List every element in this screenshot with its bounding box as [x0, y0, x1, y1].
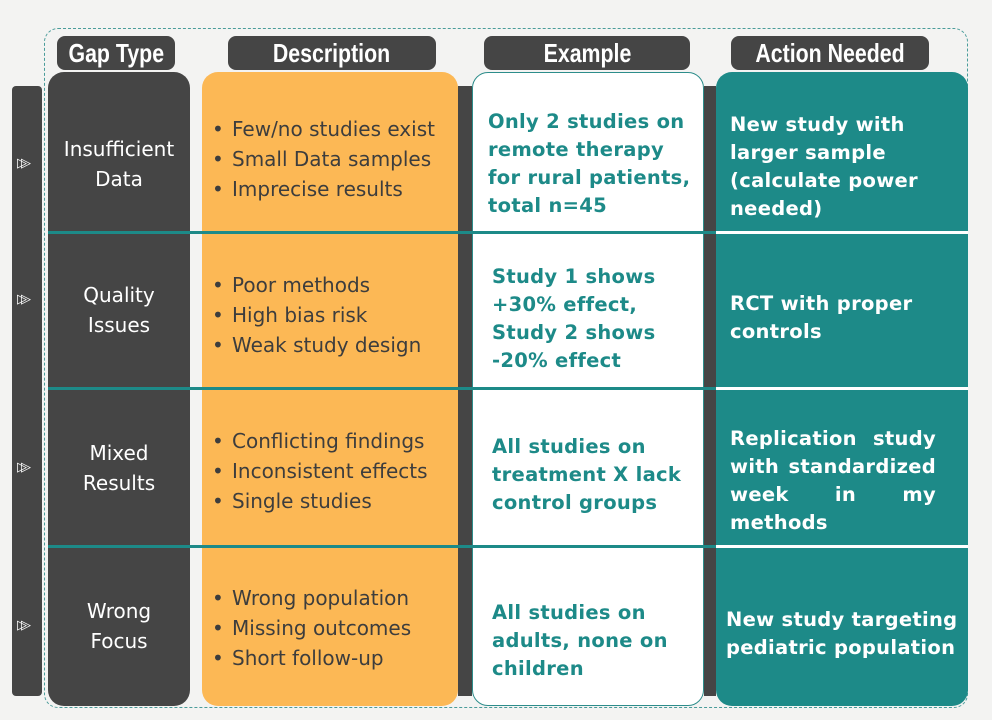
- row-divider: [48, 545, 968, 548]
- action-cell: New study with larger sample (calculate …: [730, 113, 918, 220]
- row-divider: [48, 387, 968, 390]
- example-cell: Study 1 shows +30% effect, Study 2 shows…: [492, 265, 656, 372]
- gap-type-cell: Quality Issues: [83, 283, 155, 337]
- double-play-arrow-icon: ▷▷: [17, 460, 31, 475]
- row-divider: [716, 387, 968, 390]
- row-divider: [716, 231, 968, 234]
- header-action-needed: Action Needed: [731, 36, 929, 70]
- example-cell: All studies on treatment X lack control …: [492, 435, 682, 514]
- double-play-arrow-icon: ▷▷: [17, 156, 31, 171]
- list-item: Imprecise results: [212, 174, 462, 204]
- list-item: High bias risk: [212, 300, 462, 330]
- list-item: Weak study design: [212, 330, 462, 360]
- double-play-arrow-icon: ▷▷: [17, 292, 31, 307]
- description-cell: Few/no studies exist Small Data samples …: [212, 114, 462, 204]
- gap-type-cell: Insufficient Data: [63, 137, 175, 191]
- list-item: Short follow-up: [212, 643, 462, 673]
- header-description: Description: [228, 36, 436, 70]
- example-cell: All studies on adults, none on children: [492, 601, 668, 680]
- list-item: Inconsistent effects: [212, 456, 462, 486]
- description-cell: Poor methods High bias risk Weak study d…: [212, 270, 462, 360]
- list-item: Small Data samples: [212, 144, 462, 174]
- description-cell: Wrong population Missing outcomes Short …: [212, 583, 462, 673]
- action-cell: Replication study with standardized week…: [730, 427, 936, 534]
- list-item: Wrong population: [212, 583, 462, 613]
- row-divider: [716, 545, 968, 548]
- column-separator: [704, 86, 716, 696]
- header-gap-type: Gap Type: [57, 36, 175, 70]
- gap-type-cell: Wrong Focus: [86, 599, 152, 653]
- list-item: Poor methods: [212, 270, 462, 300]
- action-cell: RCT with proper controls: [730, 292, 913, 343]
- example-cell: Only 2 studies on remote therapy for rur…: [488, 110, 691, 217]
- column-separator: [458, 86, 472, 696]
- header-example: Example: [484, 36, 690, 70]
- double-play-arrow-icon: ▷▷: [17, 618, 31, 633]
- list-item: Missing outcomes: [212, 613, 462, 643]
- list-item: Single studies: [212, 486, 462, 516]
- left-side-bar: [12, 86, 42, 696]
- description-cell: Conflicting findings Inconsistent effect…: [212, 426, 462, 516]
- row-divider: [48, 231, 968, 234]
- list-item: Conflicting findings: [212, 426, 462, 456]
- gap-type-cell: Mixed Results: [82, 441, 156, 495]
- list-item: Few/no studies exist: [212, 114, 462, 144]
- action-cell: New study targeting pediatric population: [726, 608, 958, 659]
